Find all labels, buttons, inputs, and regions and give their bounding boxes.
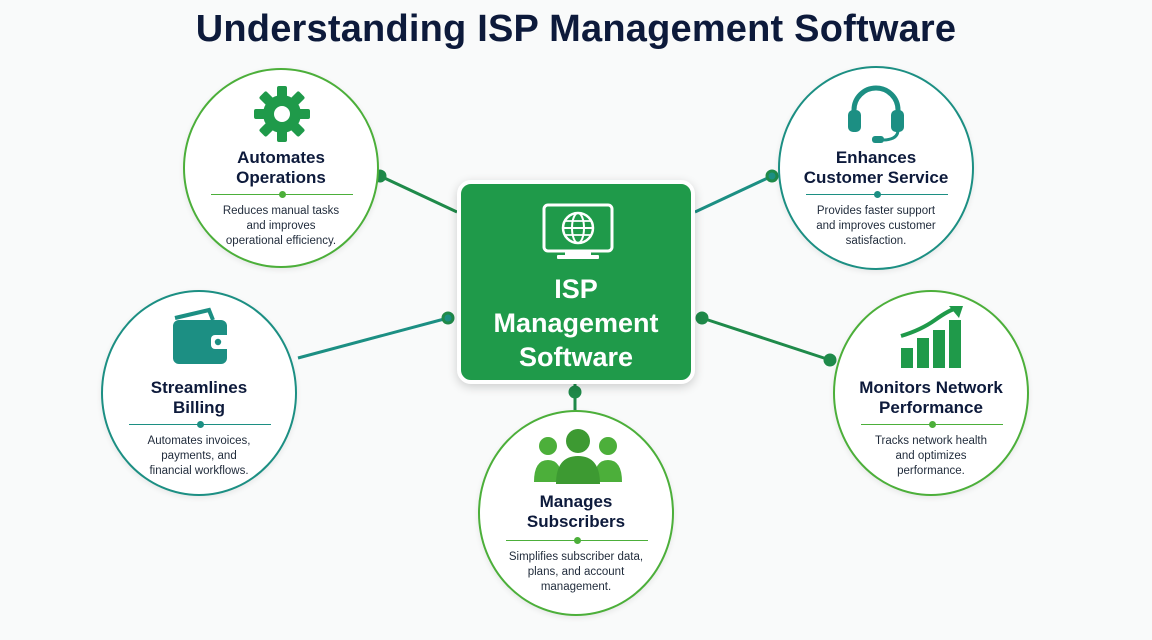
node-title: Manages Subscribers bbox=[480, 492, 672, 532]
node-desc-line: management. bbox=[540, 581, 612, 593]
connector-dot bbox=[823, 353, 837, 367]
divider-dot bbox=[573, 537, 581, 544]
headset-icon bbox=[848, 85, 904, 143]
node-desc-line: operational efficiency. bbox=[225, 235, 337, 247]
node-desc-line: Simplifies subscriber data, bbox=[508, 551, 644, 563]
node-title-line: Enhances bbox=[835, 148, 917, 167]
node-enhances-customer-service: Enhances Customer Service Provides faste… bbox=[778, 66, 974, 270]
node-description: Automates invoices, payments, and financ… bbox=[103, 434, 295, 479]
node-desc-line: Provides faster support bbox=[816, 205, 936, 217]
page-title: Understanding ISP Management Software bbox=[195, 8, 957, 50]
node-desc-line: and improves customer bbox=[816, 220, 936, 232]
node-desc-line: financial workflows. bbox=[149, 465, 249, 477]
node-divider bbox=[806, 191, 948, 198]
users-group-icon bbox=[534, 429, 622, 484]
connector-dot bbox=[765, 169, 779, 183]
node-title: Enhances Customer Service bbox=[780, 148, 972, 188]
node-description: Provides faster support and improves cus… bbox=[780, 204, 972, 249]
connector-automates-operations bbox=[379, 174, 458, 214]
node-description: Tracks network health and optimizes perf… bbox=[835, 434, 1027, 479]
divider-dot bbox=[196, 421, 204, 428]
center-label-line: ISP bbox=[554, 274, 598, 304]
node-title-line: Streamlines bbox=[150, 378, 248, 397]
node-desc-line: Reduces manual tasks bbox=[222, 205, 340, 217]
center-label: ISP Management Software bbox=[461, 272, 691, 374]
node-desc-line: satisfaction. bbox=[845, 235, 907, 247]
center-label-line: Management bbox=[493, 308, 659, 338]
node-divider bbox=[129, 421, 271, 428]
node-title-line: Operations bbox=[236, 168, 326, 187]
divider-dot bbox=[278, 191, 286, 198]
connector-dot bbox=[441, 311, 455, 325]
node-title-line: Performance bbox=[879, 398, 983, 417]
node-desc-line: and optimizes bbox=[895, 450, 967, 462]
node-desc-line: performance. bbox=[897, 465, 965, 477]
node-divider bbox=[861, 421, 1003, 428]
node-title: Automates Operations bbox=[185, 148, 377, 188]
connector-dot bbox=[695, 311, 709, 325]
node-desc-line: Tracks network health bbox=[874, 435, 988, 447]
node-divider bbox=[211, 191, 353, 198]
node-desc-line: Automates invoices, bbox=[147, 435, 251, 447]
gear-icon bbox=[254, 86, 310, 142]
globe-monitor-icon bbox=[542, 203, 614, 259]
growth-chart-icon bbox=[900, 306, 963, 368]
connector-dot bbox=[568, 385, 582, 399]
node-streamlines-billing: Streamlines Billing Automates invoices, … bbox=[101, 290, 297, 496]
connector-customer-service bbox=[694, 174, 773, 214]
divider-dot bbox=[873, 191, 881, 198]
node-title-line: Manages bbox=[539, 492, 613, 511]
node-title: Streamlines Billing bbox=[103, 378, 295, 418]
node-description: Simplifies subscriber data, plans, and a… bbox=[480, 550, 672, 595]
node-title-line: Monitors Network bbox=[859, 378, 1003, 397]
wallet-icon bbox=[173, 307, 231, 364]
node-title-line: Subscribers bbox=[526, 512, 626, 531]
node-manages-subscribers: Manages Subscribers Simplifies subscribe… bbox=[478, 410, 674, 616]
node-desc-line: payments, and bbox=[161, 450, 237, 462]
center-label-line: Software bbox=[518, 342, 634, 372]
node-automates-operations: Automates Operations Reduces manual task… bbox=[183, 68, 379, 268]
node-description: Reduces manual tasks and improves operat… bbox=[185, 204, 377, 249]
node-divider bbox=[506, 537, 648, 544]
node-desc-line: plans, and account bbox=[527, 566, 625, 578]
node-title: Monitors Network Performance bbox=[835, 378, 1027, 418]
divider-dot bbox=[928, 421, 936, 428]
node-monitors-network-performance: Monitors Network Performance Tracks netw… bbox=[833, 290, 1029, 496]
center-isp-box: ISP Management Software bbox=[457, 180, 695, 384]
node-title-line: Customer Service bbox=[803, 168, 949, 187]
node-desc-line: and improves bbox=[246, 220, 316, 232]
connector-billing bbox=[297, 316, 449, 360]
connector-network bbox=[701, 316, 831, 362]
node-title-line: Automates bbox=[237, 148, 325, 167]
node-title-line: Billing bbox=[173, 398, 225, 417]
